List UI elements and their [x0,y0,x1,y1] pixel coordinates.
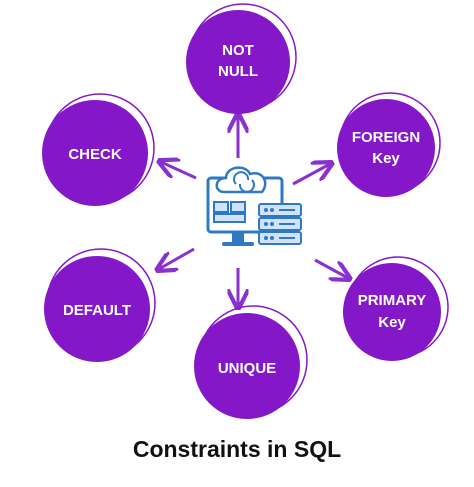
node-label: DEFAULT [63,302,131,319]
node-label: FOREIGN [352,129,420,146]
node-label: Key [372,150,400,167]
node-label: PRIMARY [358,292,427,309]
node-label: CHECK [68,146,122,163]
arrow-to-foreign-key [292,164,330,186]
node-label: NULL [218,63,258,80]
node-label: NOT [222,42,254,59]
node-default: DEFAULT [44,248,156,362]
node-label: Key [378,314,406,331]
diagram-caption: Constraints in SQL [132,436,342,462]
cloud-sync-server-monitor-icon [206,166,302,246]
node-primary-key: PRIMARY Key [343,256,449,361]
node-unique: UNIQUE [194,305,308,419]
node-check: CHECK [42,93,155,206]
node-foreign-key: FOREIGN Key [337,92,441,197]
connector-arrows [159,116,348,306]
arrow-to-default [159,247,195,269]
arrow-to-primary-key [314,258,348,278]
arrow-to-check [161,162,197,180]
node-not-null: NOT NULL [186,3,297,114]
node-label: UNIQUE [218,360,276,377]
